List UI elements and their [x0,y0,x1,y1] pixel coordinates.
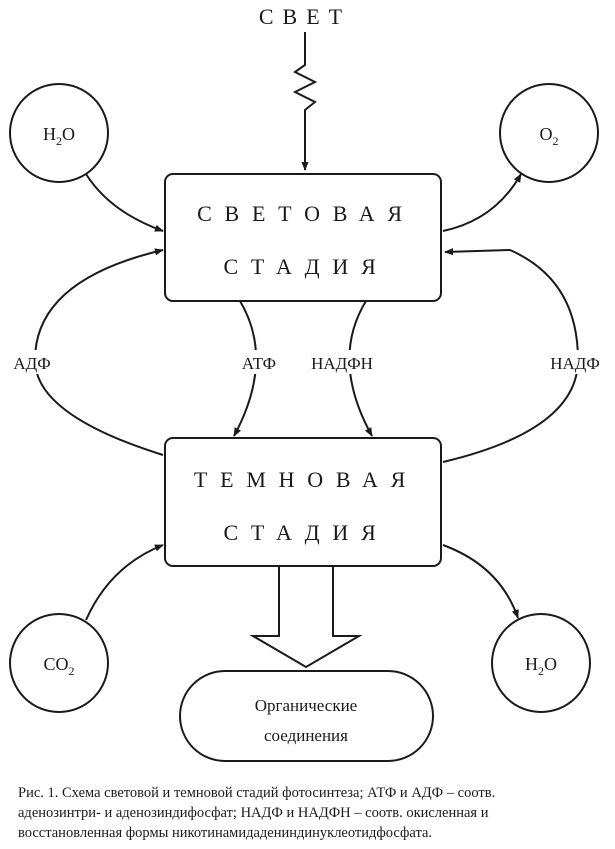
light-stage-label-2: СТАДИЯ [223,254,388,279]
svg-text:H2O: H2O [43,124,75,148]
co2-input-circle: CO2 [9,613,109,713]
svg-text:H2O: H2O [525,654,557,678]
caption-line-1: Рис. 1. Схема световой и темновой стадий… [18,785,496,801]
caption-line-3: восстановленная формы никотинамидаденинд… [18,825,433,841]
organic-compounds-box: Органические соединения [179,670,434,762]
water-to-light-arrow [85,173,164,232]
light-source-label: СВЕТ [259,4,351,29]
organic-label-2: соединения [264,726,348,745]
photosynthesis-diagram: СВЕТ СВЕТОВАЯ СТАДИЯ ТЕМНОВАЯ СТАДИЯ H2O… [9,4,600,762]
nadp-label: НАДФ [550,354,600,373]
light-to-oxygen-arrow [442,173,522,232]
oxygen-output-circle: O2 [499,83,599,183]
products-hollow-arrow [249,565,363,669]
light-stage-box: СВЕТОВАЯ СТАДИЯ [164,173,442,302]
atp-label: АТФ [242,354,276,373]
svg-text:CO2: CO2 [43,654,74,678]
water-input-circle: H2O [9,83,109,183]
dark-stage-box: ТЕМНОВАЯ СТАДИЯ [164,437,442,567]
dark-stage-label-1: ТЕМНОВАЯ [194,467,418,492]
light-zigzag-arrow [292,32,318,171]
water-output-circle: H2O [491,613,591,713]
light-stage-label-1: СВЕТОВАЯ [197,201,415,226]
dark-to-water-arrow [442,544,519,619]
dark-stage-label-2: СТАДИЯ [223,520,388,545]
organic-label-1: Органические [255,696,357,715]
svg-text:O2: O2 [540,124,559,148]
co2-to-dark-arrow [85,544,164,621]
caption-line-2: аденозинтри- и аденозиндифосфат; НАДФ и … [18,805,489,821]
nadph-label: НАДФН [311,354,373,373]
figure-caption: Рис. 1. Схема световой и темновой стадий… [18,783,608,843]
adp-label: АДФ [13,354,50,373]
